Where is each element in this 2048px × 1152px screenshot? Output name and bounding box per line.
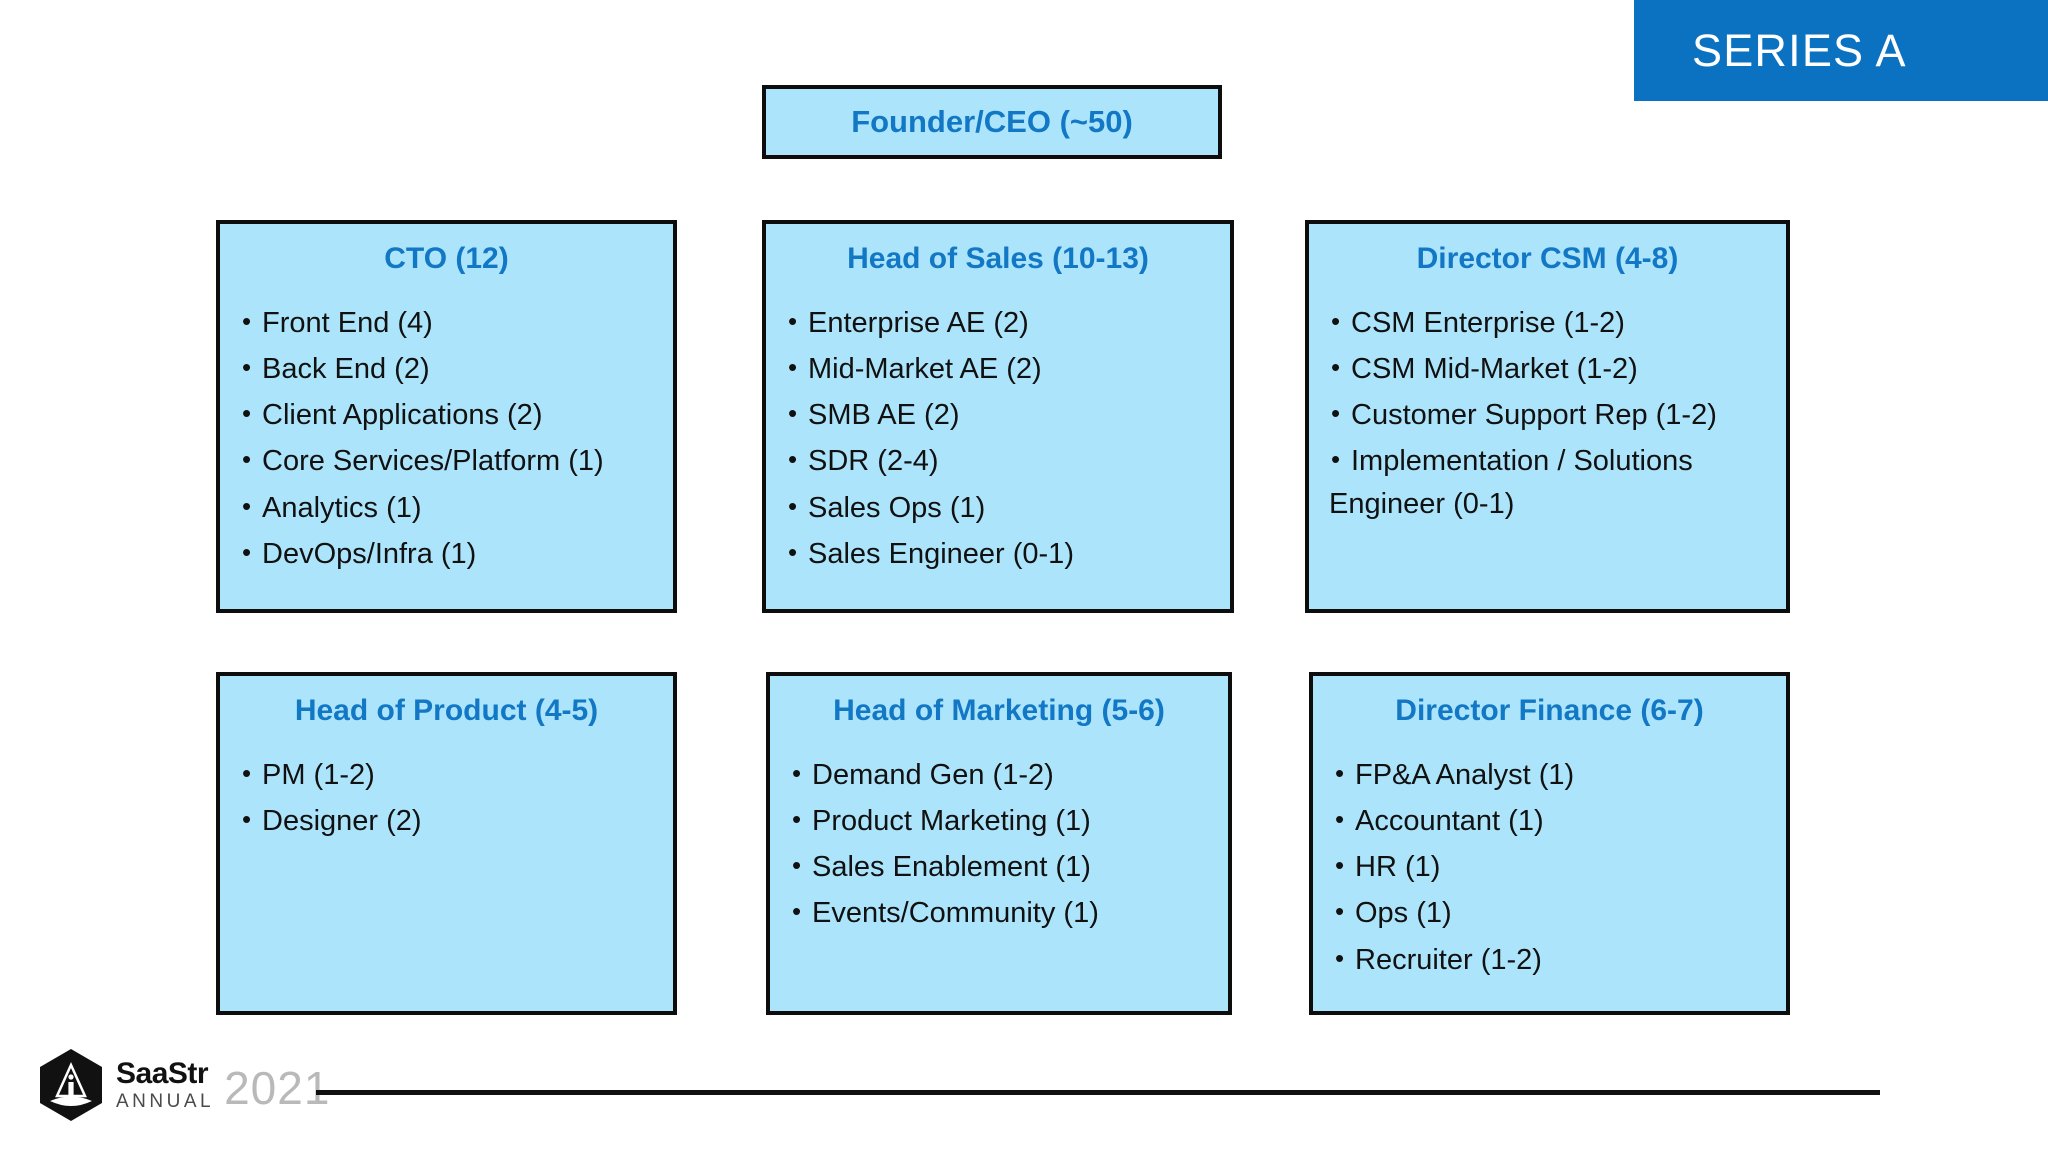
org-node-title: Head of Sales (10-13)	[847, 242, 1149, 275]
list-item: Demand Gen (1-2)	[790, 757, 1208, 793]
list-item: Recruiter (1-2)	[1333, 942, 1766, 978]
org-node-role-list: CSM Enterprise (1-2) CSM Mid-Market (1-2…	[1329, 305, 1766, 522]
org-node-body: Head of Sales (10-13) Enterprise AE (2) …	[766, 224, 1230, 572]
list-item: Core Services/Platform (1)	[240, 443, 653, 479]
list-item: SMB AE (2)	[786, 397, 1210, 433]
list-item: Sales Engineer (0-1)	[786, 536, 1210, 572]
org-node-role-list: PM (1-2) Designer (2)	[240, 757, 653, 840]
org-node-body: CTO (12) Front End (4) Back End (2) Clie…	[220, 224, 673, 572]
org-node-body: Head of Marketing (5-6) Demand Gen (1-2)…	[770, 676, 1228, 932]
list-item: Front End (4)	[240, 305, 653, 341]
org-node-title: Director CSM (4-8)	[1416, 242, 1679, 275]
list-item: CSM Enterprise (1-2)	[1329, 305, 1766, 341]
list-item: Implementation / Solutions Engineer (0-1…	[1329, 443, 1766, 522]
footer-divider	[316, 1090, 1880, 1095]
list-item: Back End (2)	[240, 351, 653, 387]
list-item: Sales Ops (1)	[786, 490, 1210, 526]
org-node-founder-ceo: Founder/CEO (~50)	[762, 85, 1222, 159]
list-item: HR (1)	[1333, 849, 1766, 885]
saastr-brand-text: SaaStr	[116, 1057, 209, 1090]
saastr-hexagon-rocket-icon	[40, 1049, 102, 1121]
list-item-continuation: Engineer (0-1)	[1329, 487, 1515, 520]
list-item: Designer (2)	[240, 803, 653, 839]
list-item: SDR (2-4)	[786, 443, 1210, 479]
list-item: Sales Enablement (1)	[790, 849, 1208, 885]
org-node-title: Head of Marketing (5-6)	[833, 694, 1165, 727]
org-node-title: Founder/CEO (~50)	[851, 104, 1133, 140]
list-item: Analytics (1)	[240, 490, 653, 526]
org-node-cto: CTO (12) Front End (4) Back End (2) Clie…	[216, 220, 677, 613]
org-node-head-of-marketing: Head of Marketing (5-6) Demand Gen (1-2)…	[766, 672, 1232, 1015]
org-node-role-list: FP&A Analyst (1) Accountant (1) HR (1) O…	[1333, 757, 1766, 978]
series-banner: SERIES A	[1634, 0, 2048, 101]
saastr-name-stack: SaaStr ANNUAL	[116, 1057, 215, 1112]
saastr-subtitle-text: ANNUAL	[116, 1091, 215, 1112]
org-node-head-of-sales: Head of Sales (10-13) Enterprise AE (2) …	[762, 220, 1234, 613]
list-item-text: Implementation / Solutions	[1351, 445, 1693, 478]
org-node-title: Director Finance (6-7)	[1395, 694, 1704, 727]
list-item: Ops (1)	[1333, 895, 1766, 931]
org-node-head-of-product: Head of Product (4-5) PM (1-2) Designer …	[216, 672, 677, 1015]
saastr-logo: SaaStr ANNUAL 2021	[38, 1048, 330, 1122]
list-item: Enterprise AE (2)	[786, 305, 1210, 341]
org-node-body: Director Finance (6-7) FP&A Analyst (1) …	[1313, 676, 1786, 978]
list-item: Client Applications (2)	[240, 397, 653, 433]
org-node-role-list: Front End (4) Back End (2) Client Applic…	[240, 305, 653, 573]
org-node-role-list: Enterprise AE (2) Mid-Market AE (2) SMB …	[786, 305, 1210, 573]
org-node-director-finance: Director Finance (6-7) FP&A Analyst (1) …	[1309, 672, 1790, 1015]
list-item: Events/Community (1)	[790, 895, 1208, 931]
org-node-body: Head of Product (4-5) PM (1-2) Designer …	[220, 676, 673, 839]
saastr-wordmark: SaaStr ANNUAL 2021	[116, 1057, 331, 1115]
list-item: Mid-Market AE (2)	[786, 351, 1210, 387]
list-item: CSM Mid-Market (1-2)	[1329, 351, 1766, 387]
org-node-title: Head of Product (4-5)	[294, 694, 599, 727]
list-item: Product Marketing (1)	[790, 803, 1208, 839]
list-item: FP&A Analyst (1)	[1333, 757, 1766, 793]
org-node-role-list: Demand Gen (1-2) Product Marketing (1) S…	[790, 757, 1208, 932]
org-node-director-csm: Director CSM (4-8) CSM Enterprise (1-2) …	[1305, 220, 1790, 613]
list-item: DevOps/Infra (1)	[240, 536, 653, 572]
saastr-year-text: 2021	[224, 1062, 331, 1115]
series-banner-label: SERIES A	[1692, 24, 1907, 76]
list-item: Accountant (1)	[1333, 803, 1766, 839]
org-node-title: CTO (12)	[384, 242, 509, 275]
list-item: PM (1-2)	[240, 757, 653, 793]
list-item: Customer Support Rep (1-2)	[1329, 397, 1766, 433]
org-node-body: Director CSM (4-8) CSM Enterprise (1-2) …	[1309, 224, 1786, 522]
